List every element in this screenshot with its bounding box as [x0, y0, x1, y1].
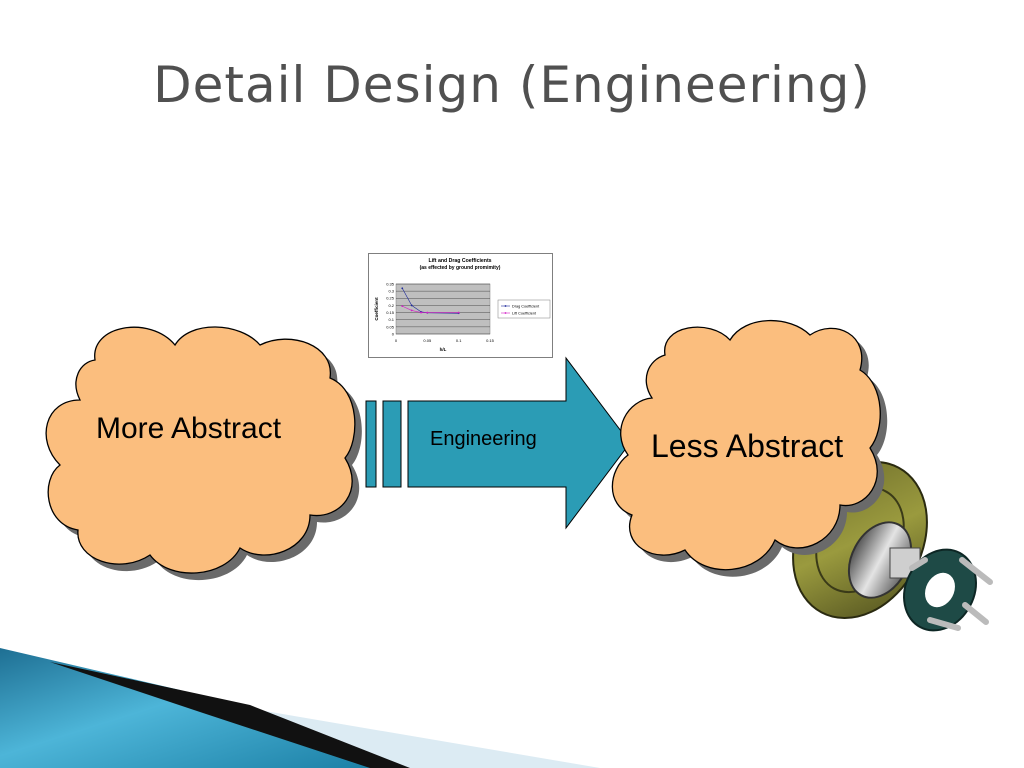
right-cloud-label: Less Abstract: [651, 428, 844, 464]
legend-marker: [504, 305, 507, 307]
x-tick-label: 0.1: [456, 338, 462, 343]
plot-area: [395, 283, 491, 335]
chart-title: Lift and Drag Coefficients: [428, 258, 491, 264]
y-tick-label: 0: [392, 331, 395, 336]
engineering-arrow: [365, 356, 631, 530]
legend-marker: [504, 312, 507, 314]
slide-title: Detail Design (Engineering): [153, 56, 871, 114]
data-point: [420, 311, 422, 314]
data-point: [401, 305, 404, 308]
chart-subtitle: (as effected by ground promimity): [420, 265, 501, 271]
series-group: [401, 287, 460, 315]
data-point: [410, 304, 413, 307]
right-cloud: [611, 319, 888, 577]
y-tick-labels: 0 0.05 0.1 0.15 0.2 0.25 0.3 0.35: [386, 281, 395, 336]
y-tick-label: 0.25: [386, 296, 395, 301]
y-tick-label: 0.35: [386, 281, 395, 286]
y-tick-label: 0.3: [388, 289, 394, 294]
data-point: [426, 311, 429, 314]
footer-decoration: [0, 648, 600, 768]
left-cloud: [45, 326, 362, 581]
data-point: [410, 309, 413, 312]
legend-label: Lift Coefficient: [512, 311, 537, 315]
arrow-label: Engineering: [430, 428, 537, 450]
legend-label: Drag Coefficient: [512, 304, 540, 308]
embedded-chart: Lift and Drag Coefficients (as effected …: [368, 253, 553, 358]
y-tick-label: 0.1: [388, 317, 394, 322]
data-point: [401, 287, 404, 290]
legend-box: [497, 299, 551, 319]
x-tick-label: 0.05: [423, 338, 432, 343]
data-point: [457, 311, 460, 314]
x-tick-label: 0.15: [486, 338, 495, 343]
y-tick-label: 0.05: [386, 324, 395, 329]
left-cloud-label: More Abstract: [96, 412, 282, 445]
x-tick-labels: 0 0.05 0.1 0.15: [395, 338, 495, 343]
y-tick-label: 0.2: [388, 303, 394, 308]
x-axis-label: h/L: [440, 347, 447, 352]
x-tick-label: 0: [395, 338, 398, 343]
y-axis-label: Coefficient: [374, 297, 379, 321]
y-tick-label: 0.15: [386, 310, 395, 315]
